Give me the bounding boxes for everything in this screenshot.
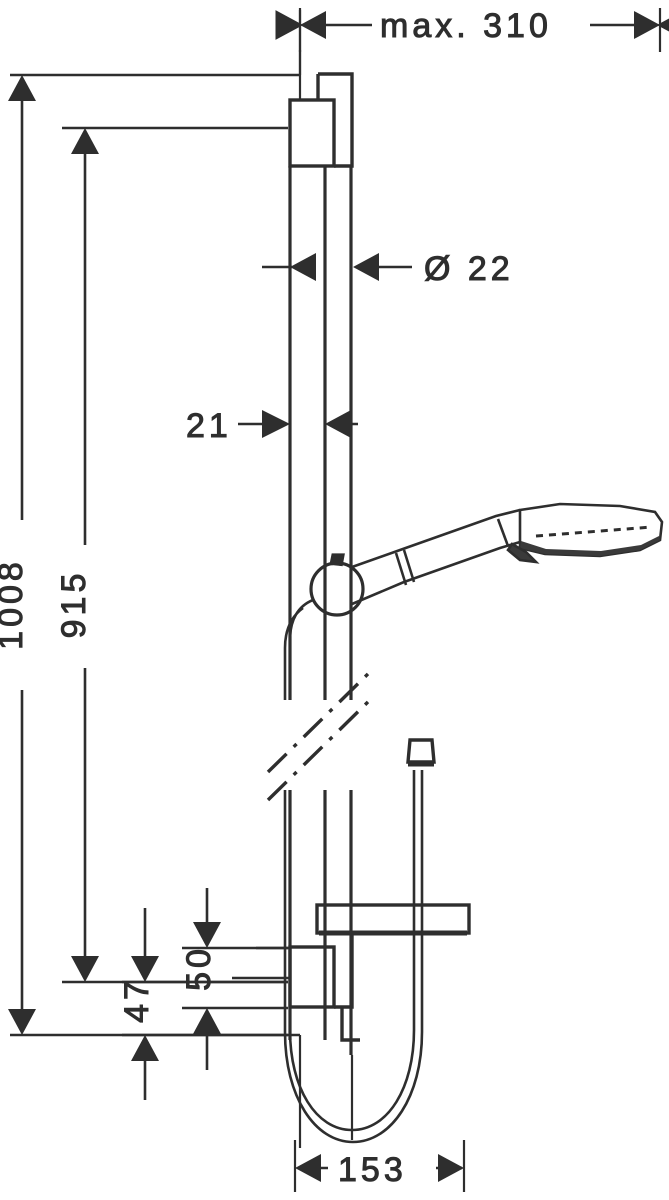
guide-lines: [298, 50, 354, 1148]
shower-hose: [283, 598, 424, 1144]
dim-bar-diameter: Ø 22: [262, 250, 514, 289]
dim-label-lower-offset-b: 50: [180, 945, 218, 991]
dim-label-bar-diameter: Ø 22: [424, 250, 514, 288]
slider-holder: [309, 553, 365, 617]
dim-label-overall-height: 1008: [0, 558, 30, 650]
hand-shower: [351, 502, 664, 606]
dim-label-lower-offset-a: 47: [118, 977, 156, 1023]
dim-overall-height: 1008: [0, 73, 300, 1037]
dim-top-arrowheads: [300, 11, 660, 39]
dim-top-horizontal: max. 310: [275, 7, 669, 52]
dim-lower-offset-a: 47: [118, 908, 288, 1100]
dim-lower-offset-b: 50: [180, 888, 288, 1070]
soap-dish-shelf: [315, 903, 471, 936]
dim-bar-height: 915: [55, 126, 288, 984]
dim-bottom-horizontal: 153: [293, 1140, 466, 1192]
top-wall-bracket: [288, 72, 354, 168]
dim-label-bar-height: 915: [55, 570, 93, 639]
break-lines: [266, 668, 374, 802]
dim-wall-offset: 21: [186, 407, 358, 446]
dim-label-wall-offset: 21: [186, 407, 232, 445]
dim-label-bottom-horizontal: 153: [338, 1151, 407, 1189]
dim-extension-lines: [232, 946, 290, 980]
hose-connector-cap: [406, 738, 436, 767]
dim-label-top-horizontal: max. 310: [380, 7, 552, 45]
